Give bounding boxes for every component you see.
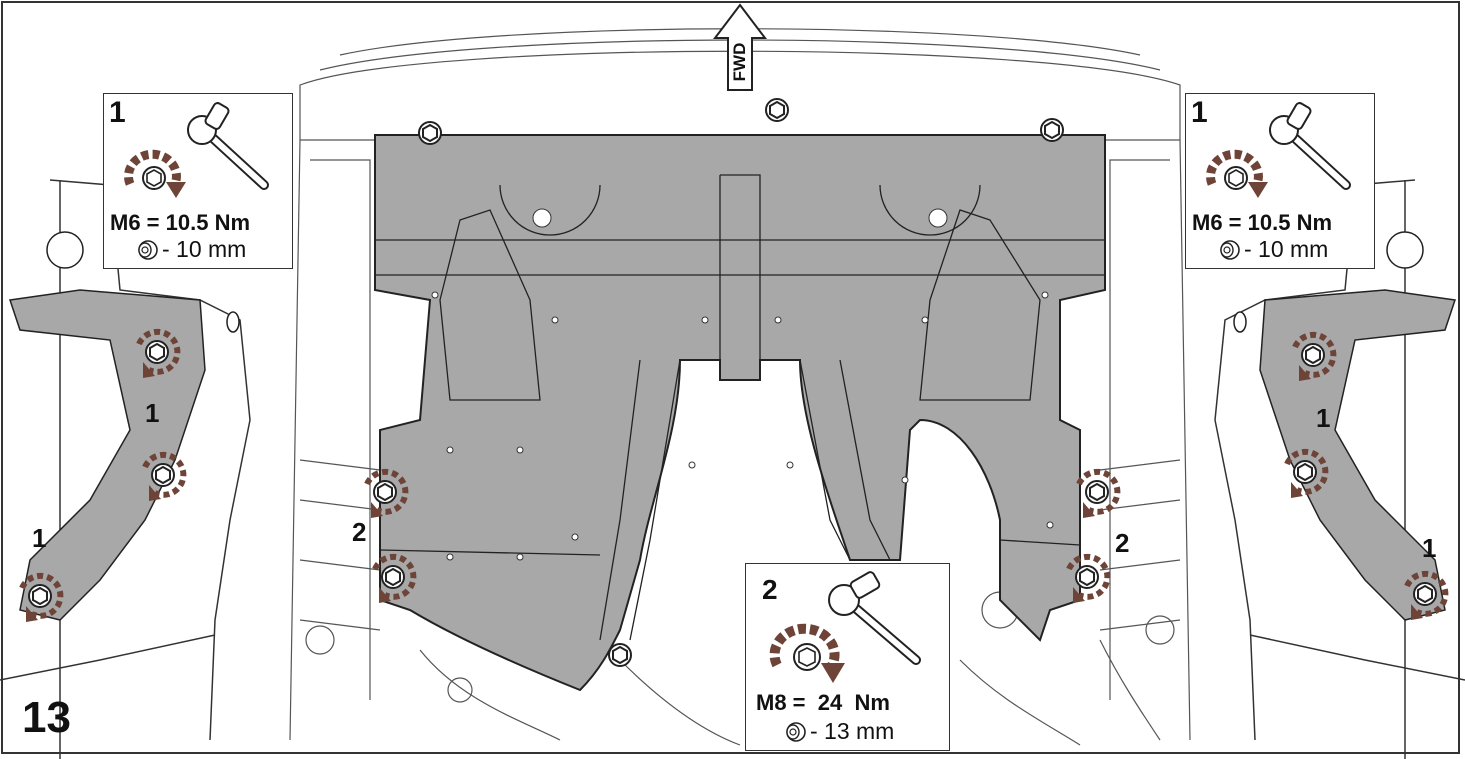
right-torque-callout: 1 M6 = 10.5 Nm - 10 mm bbox=[1185, 93, 1375, 269]
front-center-bolt-icon bbox=[765, 98, 789, 122]
callout-torque-spec: M6 = 10.5 Nm bbox=[110, 210, 251, 235]
center-left-fastener-label: 2 bbox=[352, 517, 367, 547]
ratchet-wrench-icon bbox=[828, 571, 921, 665]
callout-torque-spec: M6 = 10.5 Nm bbox=[1192, 210, 1333, 235]
callout-socket-text: - 10 mm bbox=[1244, 236, 1329, 262]
callout-torque-spec: M8 = 24 Nm bbox=[756, 690, 890, 715]
callout-index: 1 bbox=[1191, 96, 1208, 129]
rotate-arrow-icon bbox=[769, 623, 845, 683]
callout-socket-size: - 13 mm bbox=[784, 718, 894, 745]
left-upper-fastener-label: 1 bbox=[145, 398, 160, 428]
socket-icon bbox=[786, 721, 806, 742]
up-arrow-icon bbox=[712, 3, 768, 91]
ratchet-wrench-icon bbox=[187, 102, 269, 190]
callout-socket-size: - 10 mm bbox=[1218, 236, 1328, 263]
rear-center-bolt-icon bbox=[608, 643, 632, 667]
skid-plate-holes bbox=[431, 208, 1054, 561]
forward-direction-arrow bbox=[712, 3, 768, 91]
ratchet-wrench-icon bbox=[1269, 102, 1351, 190]
front-right-bolt-icon bbox=[1040, 118, 1064, 142]
callout-index: 1 bbox=[109, 96, 126, 129]
right-upper-fastener-label: 1 bbox=[1316, 403, 1331, 433]
center-right-upper-fastener bbox=[1079, 472, 1117, 518]
rotate-arrow-icon bbox=[1205, 149, 1268, 198]
callout-socket-size: - 10 mm bbox=[136, 236, 246, 263]
right-lower-fastener-label: 1 bbox=[1422, 533, 1437, 563]
socket-icon bbox=[1220, 239, 1240, 260]
center-torque-callout: 2 M8 = 24 Nm - 13 mm bbox=[745, 563, 950, 751]
step-number: 13 bbox=[22, 693, 71, 742]
skid-plate-details bbox=[375, 174, 1105, 641]
vehicle-frame-lines bbox=[289, 28, 1191, 746]
left-lower-fastener-label: 1 bbox=[32, 523, 47, 553]
callout-index: 2 bbox=[762, 574, 778, 605]
center-right-fastener-label: 2 bbox=[1115, 528, 1130, 558]
skid-plate bbox=[374, 134, 1106, 692]
direction-label: FWD bbox=[730, 42, 749, 82]
left-detail-view bbox=[0, 179, 251, 759]
callout-socket-text: - 10 mm bbox=[162, 236, 247, 262]
rotate-arrow-icon bbox=[123, 149, 186, 198]
callout-socket-text: - 13 mm bbox=[810, 718, 895, 744]
front-left-bolt-icon bbox=[418, 121, 442, 145]
socket-icon bbox=[138, 239, 158, 260]
left-torque-callout: 1 M6 = 10.5 Nm - 10 mm bbox=[103, 93, 293, 269]
